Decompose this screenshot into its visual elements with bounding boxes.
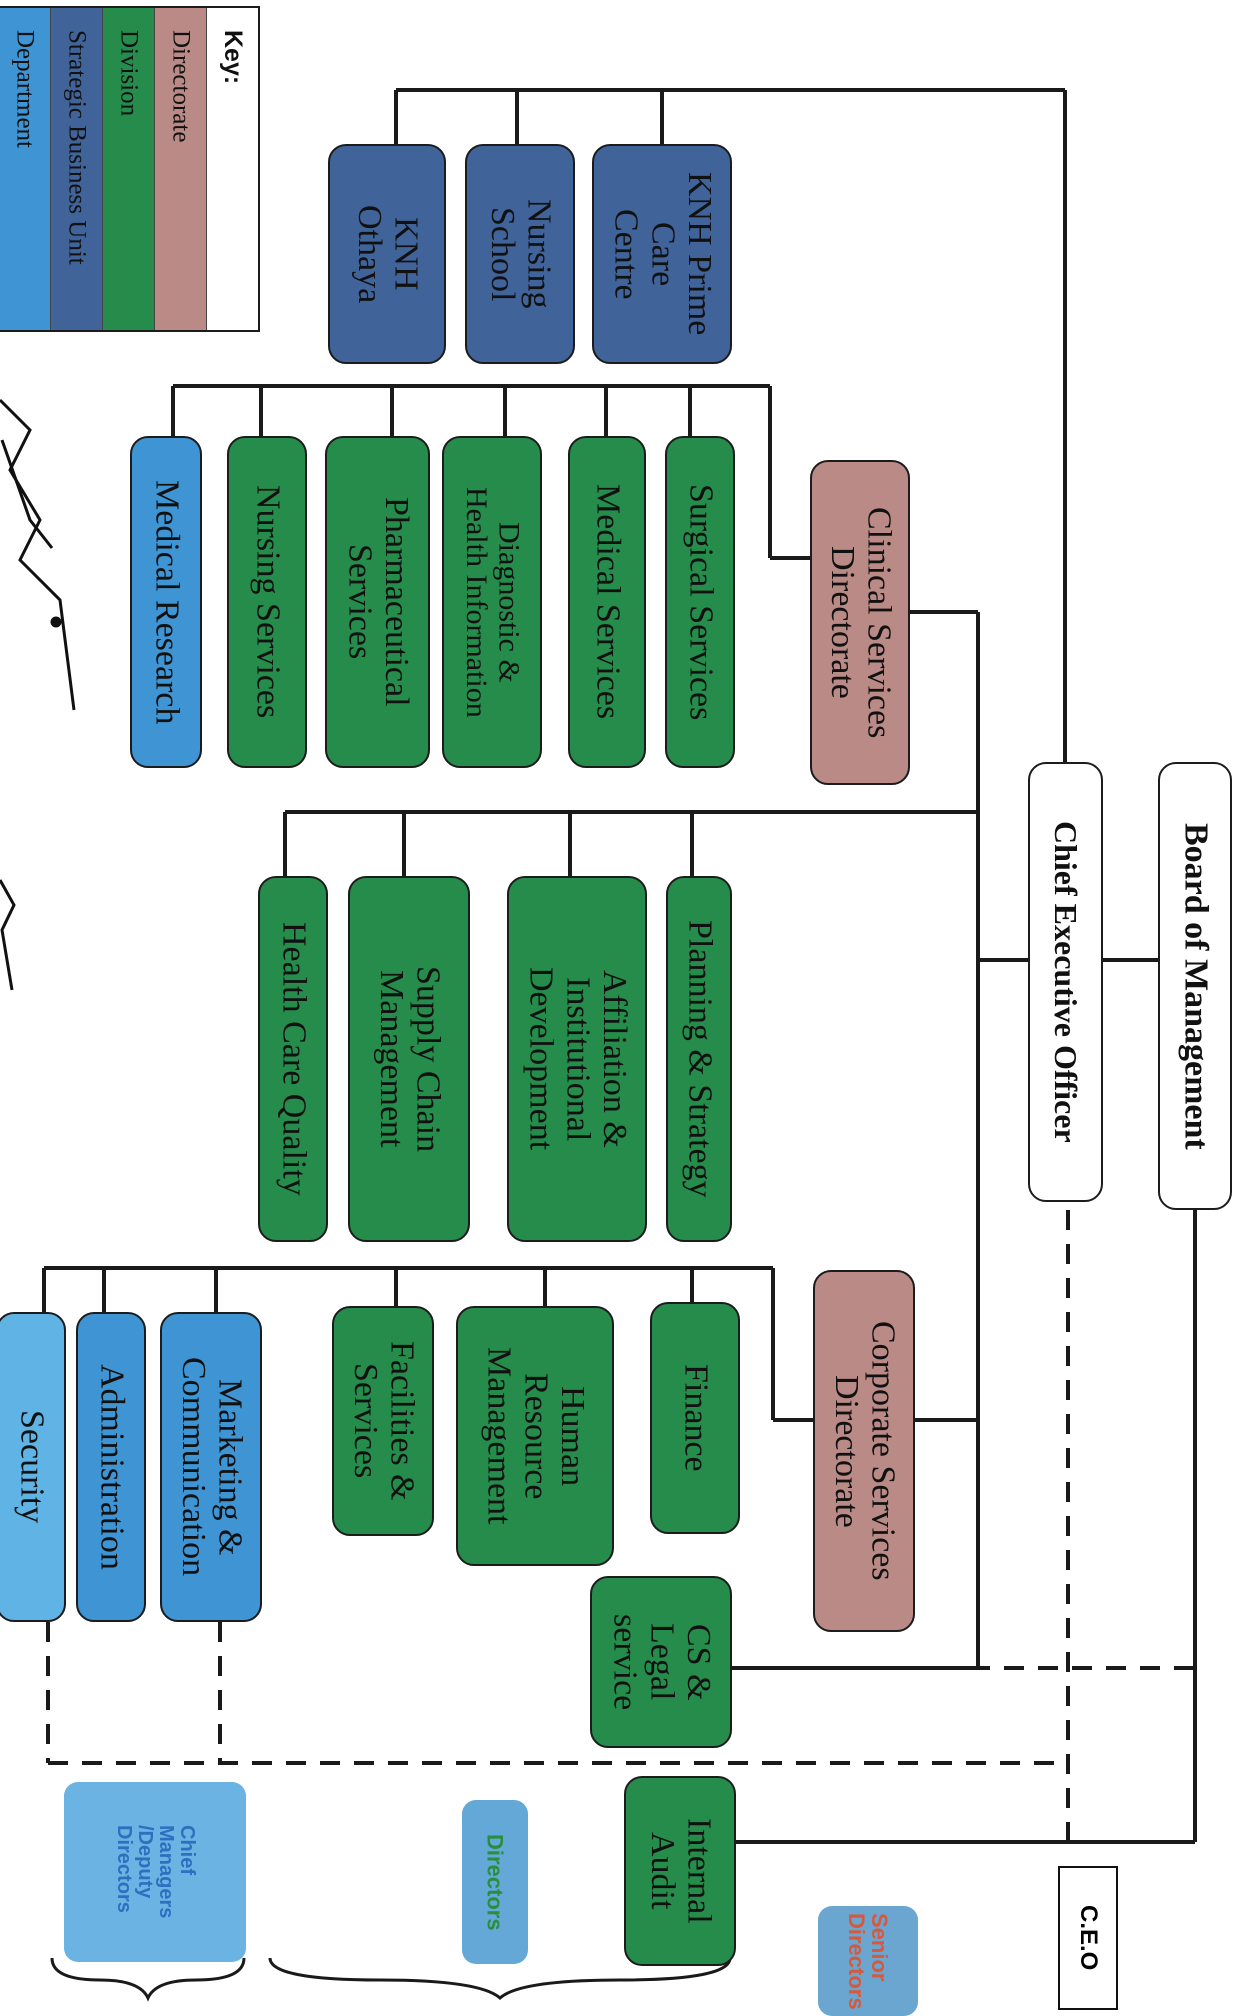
nursing-services-box: Nursing Services	[227, 436, 307, 768]
key-division: Division	[102, 8, 154, 330]
affiliation-institutional-development-box: Affiliation & Institutional Development	[507, 876, 647, 1242]
cs-legal-service-box: CS & Legal service	[590, 1576, 732, 1748]
marketing-communication-box: Marketing & Communication	[160, 1312, 262, 1622]
corporate-services-directorate-box: Corporate Services Directorate	[813, 1270, 915, 1632]
medical-research-box: Medical Research	[130, 436, 202, 768]
legend-key: Department Strategic Business Unit Divis…	[0, 6, 260, 332]
finance-box: Finance	[650, 1302, 740, 1534]
sbu-knh-prime-care-centre: KNH Prime Care Centre	[592, 144, 732, 364]
board-of-management-box: Board of Management	[1158, 762, 1232, 1210]
ceo-level-label: C.E.O	[1058, 1866, 1118, 2010]
medical-services-box: Medical Services	[568, 436, 646, 768]
sbu-nursing-school: Nursing School	[465, 144, 575, 364]
planning-strategy-box: Planning & Strategy	[666, 876, 732, 1242]
supply-chain-management-box: Supply Chain Management	[348, 876, 470, 1242]
security-box: Security	[0, 1312, 66, 1622]
key-strategic-business-unit: Strategic Business Unit	[50, 8, 102, 330]
chief-executive-officer-box: Chief Executive Officer	[1028, 762, 1103, 1202]
pharmaceutical-services-box: Pharmaceutical Services	[325, 436, 430, 768]
human-resource-management-box: Human Resource Management	[456, 1306, 614, 1566]
facilities-services-box: Facilities & Services	[332, 1306, 434, 1536]
directors-badge: Directors	[462, 1800, 528, 1964]
clinical-services-directorate-box: Clinical Services Directorate	[810, 460, 910, 785]
diagnostic-health-information-box: Diagnostic & Health Information	[442, 436, 542, 768]
key-title: Key:	[206, 8, 258, 330]
surgical-services-box: Surgical Services	[665, 436, 735, 768]
signature-scribble	[0, 398, 76, 991]
key-directorate: Directorate	[154, 8, 206, 330]
chief-managers-badge: Chief Managers /Deputy Directors	[64, 1782, 246, 1962]
senior-directors-badge: Senior Directors	[818, 1906, 918, 2016]
sbu-knh-othaya: KNH Othaya	[328, 144, 446, 364]
health-care-quality-box: Health Care Quality	[258, 876, 328, 1242]
administration-box: Administration	[76, 1312, 146, 1622]
key-department: Department	[0, 8, 50, 330]
internal-audit-box: Internal Audit	[624, 1776, 736, 1966]
